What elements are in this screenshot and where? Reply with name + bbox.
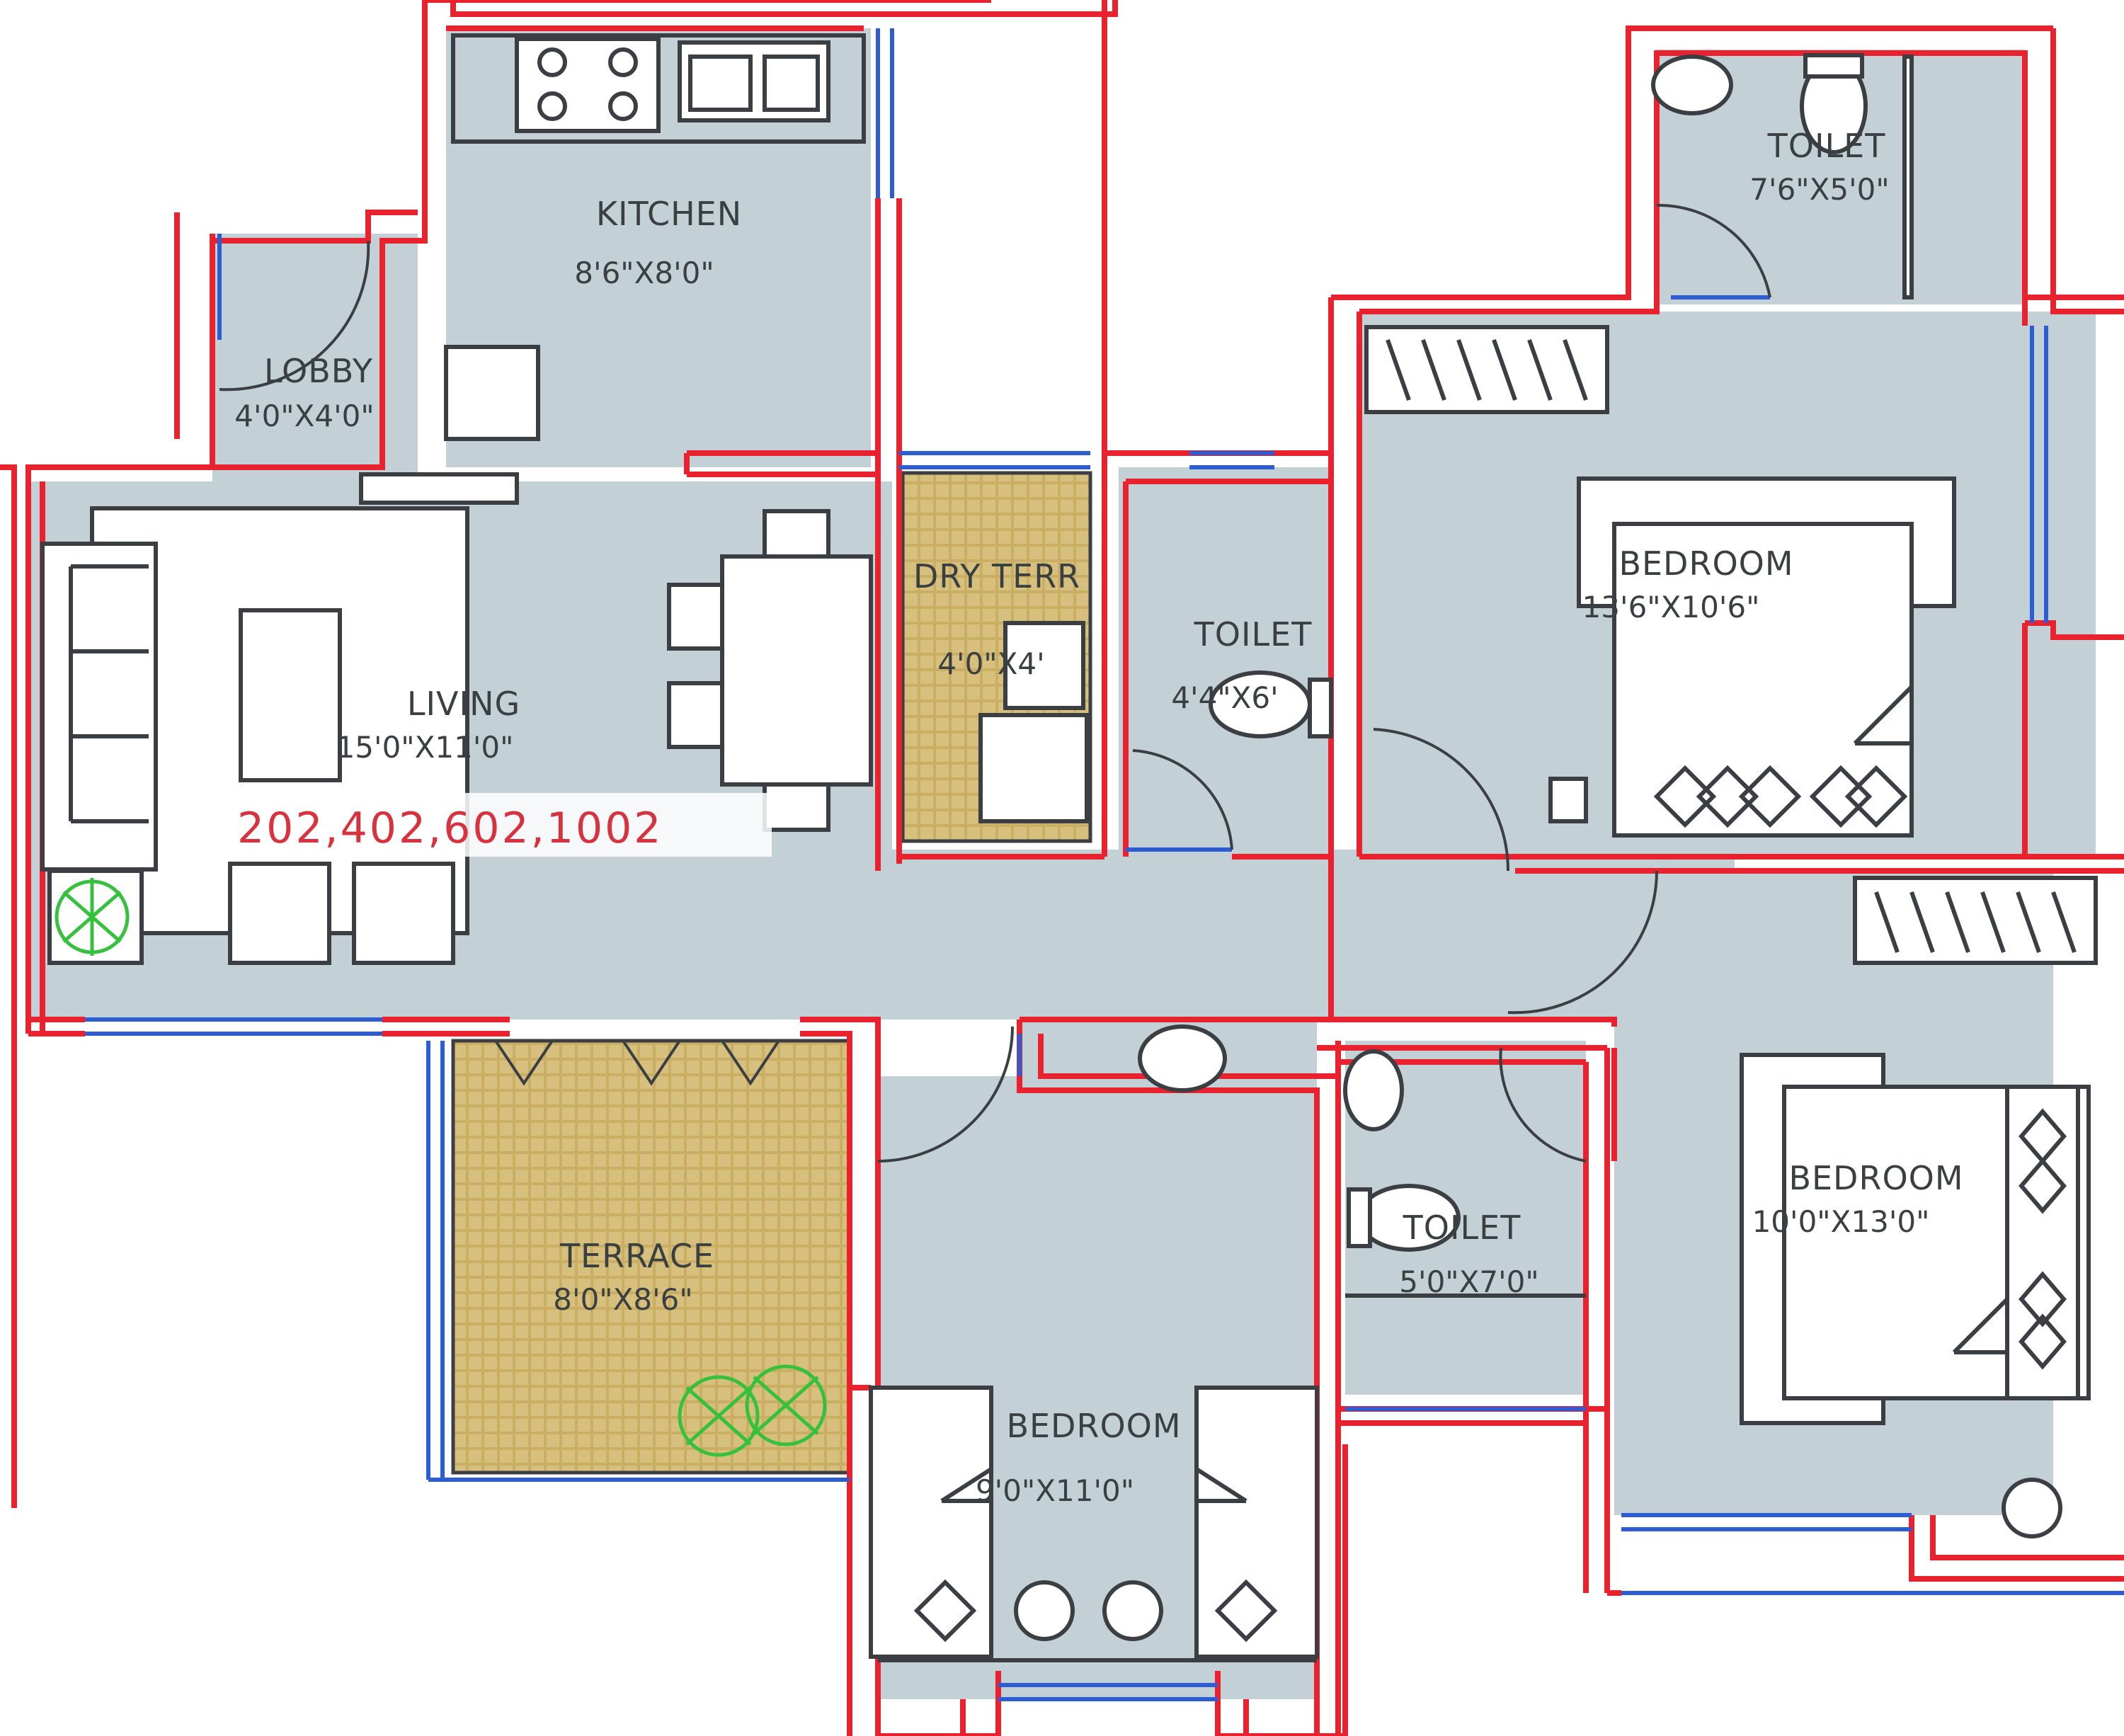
fridge-icon [444,345,540,441]
wash-basin-icon [978,713,1089,823]
master-bedroom-dimensions: 13'6"X10'6" [1582,590,1760,624]
terrace-dimensions: 8'0"X8'6" [553,1282,692,1317]
side-table-icon [1548,777,1588,823]
dining-chair-icon [667,681,724,749]
lobby-dimensions: 4'0"X4'0" [234,399,374,433]
toilet-mid-floor [1119,467,1331,864]
kitchen-counter [444,33,866,441]
lobby-label: LOBBY [264,352,373,390]
coffee-table-icon [239,608,342,782]
toilet-lower-dimensions: 5'0"X7'0" [1399,1264,1538,1299]
plant-icon [745,1364,827,1446]
bed-icon [869,1386,993,1659]
master-bedroom-label: BEDROOM [1618,544,1793,583]
bottom-bedroom-dimensions: 9'0"X11'0" [976,1473,1134,1508]
toilet-mid-dimensions: 4'4"X6' [1171,680,1278,715]
master-bedroom-furniture [1364,325,1956,838]
terrace-label: TERRACE [559,1237,714,1275]
living-dimensions: 15'0"X11'0" [336,730,514,765]
toilet-fixtures [1138,53,1914,1298]
bottom-bedroom-label: BEDROOM [1006,1407,1181,1445]
dining-chair-icon [763,509,830,559]
toilet-mid-label: TOILET [1194,615,1313,653]
wash-basin-icon [1651,55,1733,115]
unit-numbers: 202,402,602,1002 [237,804,663,853]
wardrobe-icon [1364,325,1609,414]
shoe-rack-icon [359,472,519,505]
armchair-icon [352,862,455,965]
dry-terrace-dimensions: 4'0"X4' [937,646,1044,681]
hob-icon [515,37,661,133]
washing-machine-icon [1003,621,1085,710]
kitchen-dimensions: 8'6"X8'0" [574,256,714,290]
right-bedroom-label: BEDROOM [1788,1159,1963,1197]
shower-partition [1902,55,1914,299]
toilet-lower-label: TOILET [1403,1209,1521,1247]
dry-terrace-label: DRY TERR [913,557,1080,595]
wc-cistern-icon [1803,53,1864,79]
living-furniture [40,472,519,965]
wc-cistern-icon [1308,678,1333,738]
side-table-icon [1102,1580,1163,1641]
dining-chair-icon [763,782,830,832]
passage-floor [885,850,1735,1020]
dining-table-icon [720,554,873,787]
wash-basin-icon [1343,1049,1404,1131]
toilet-top-label: TOILET [1767,127,1886,165]
door-swings [219,203,1771,1163]
toilet-top-dimensions: 7'6"X5'0" [1749,172,1889,207]
kitchen-label: KITCHEN [596,195,742,233]
wash-basin-icon [1138,1024,1227,1092]
dining-set [667,509,873,832]
side-table-icon [2002,1478,2062,1538]
dining-chair-icon [667,583,724,651]
terrace-plants [678,1364,827,1457]
wc-cistern-icon [1347,1187,1372,1248]
bed-icon [1194,1386,1319,1659]
room-labels: KITCHEN 8'6"X8'0" LOBBY 4'0"X4'0" LIVING… [234,127,1963,1508]
windows [85,28,2124,1701]
bed-side-icon [2005,1085,2080,1400]
living-label: LIVING [407,685,520,723]
terrace-tiles [451,1039,852,1475]
armchair-icon [228,862,331,965]
plant-icon [678,1375,760,1457]
right-bedroom-furniture [1740,876,2098,1538]
unit-tag-background [227,793,772,857]
side-table-icon [1014,1580,1075,1641]
bottom-bedroom-furniture [869,1386,1319,1662]
wardrobe-icon [1853,876,2098,965]
right-bedroom-dimensions: 10'0"X13'0" [1752,1204,1930,1239]
